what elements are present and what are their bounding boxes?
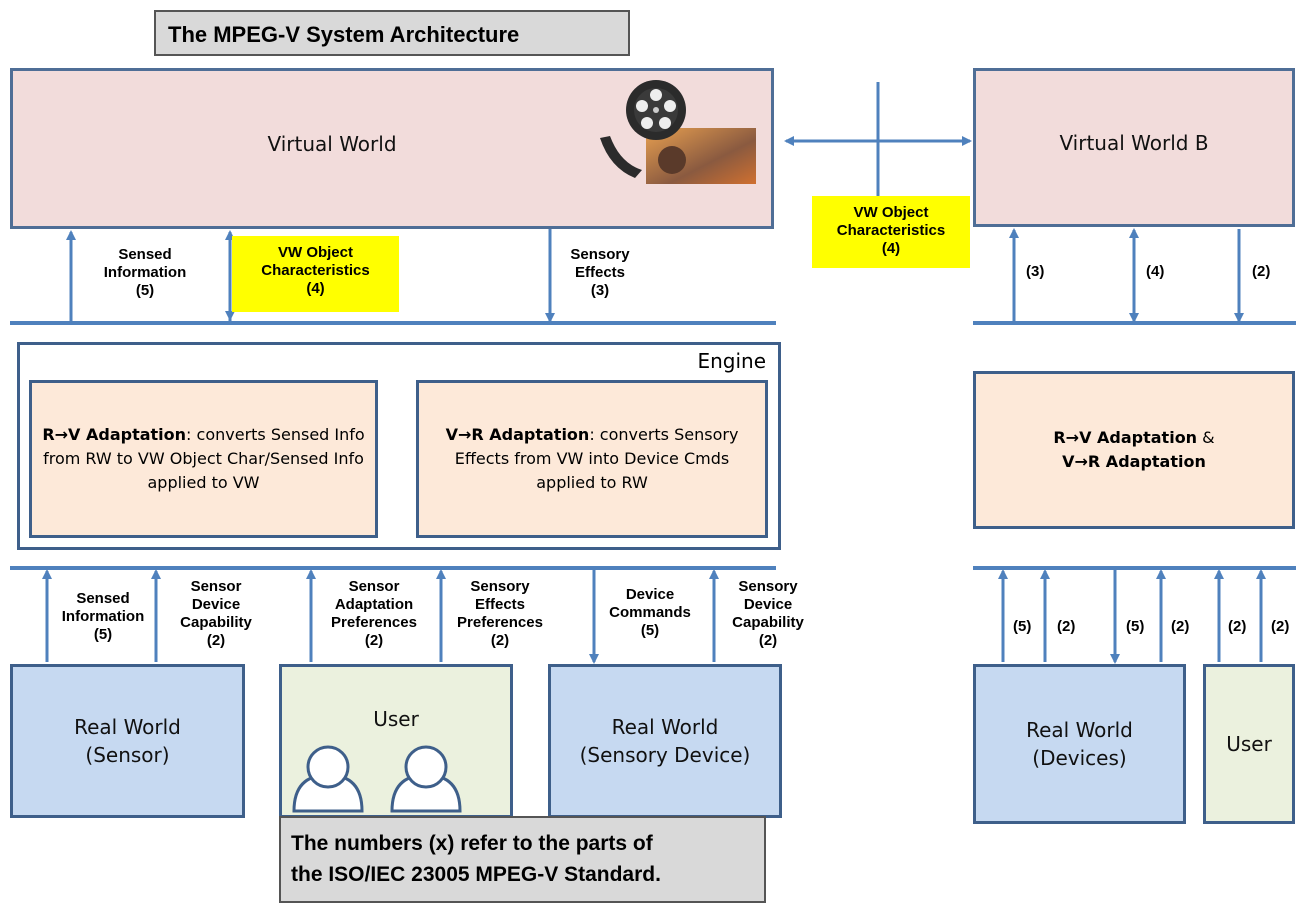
right-rv-adaptation: R→V Adaptation bbox=[1053, 428, 1198, 447]
rv-adaptation-box: R→V Adaptation: converts Sensed Info fro… bbox=[29, 380, 378, 538]
rw-sensor-line1: Real World bbox=[74, 715, 181, 739]
rw-devices-line1: Real World bbox=[1026, 718, 1133, 742]
user-right-label: User bbox=[1226, 732, 1272, 756]
rw-sensor-line2: (Sensor) bbox=[85, 743, 170, 767]
user-label: User bbox=[373, 707, 419, 731]
right-bottom-number-2d: (2) bbox=[1271, 618, 1290, 635]
rw-devices-line2: (Devices) bbox=[1032, 746, 1127, 770]
note-line-1: The numbers (x) refer to the parts of bbox=[291, 832, 653, 855]
vr-adaptation-desc: : converts Sensory Effects from VW into … bbox=[454, 425, 739, 492]
real-world-sensory-device-box: Real World (Sensory Device) bbox=[548, 664, 782, 818]
user-right-box: User bbox=[1203, 664, 1295, 824]
film-reel-icon bbox=[590, 78, 760, 188]
diagram-title: The MPEG-V System Architecture bbox=[154, 10, 630, 56]
standard-note: The numbers (x) refer to the parts of th… bbox=[279, 816, 766, 903]
rw-device-line1: Real World bbox=[611, 715, 719, 739]
right-bottom-number-5b: (5) bbox=[1126, 618, 1145, 635]
right-bottom-number-2c: (2) bbox=[1228, 618, 1247, 635]
right-vr-adaptation: V→R Adaptation bbox=[1062, 452, 1206, 471]
rv-adaptation-desc: : converts Sensed Info from RW to VW Obj… bbox=[43, 425, 365, 492]
vr-adaptation-title: V→R Adaptation bbox=[445, 425, 590, 444]
real-world-sensor-box: Real World (Sensor) bbox=[10, 664, 245, 818]
right-top-number-3: (3) bbox=[1026, 263, 1045, 280]
note-line-2: the ISO/IEC 23005 MPEG-V Standard. bbox=[291, 863, 661, 886]
right-bottom-number-2b: (2) bbox=[1171, 618, 1190, 635]
engine-label: Engine bbox=[697, 349, 766, 373]
right-adaptation-and: & bbox=[1197, 428, 1215, 447]
rw-device-line2: (Sensory Device) bbox=[579, 743, 751, 767]
right-top-number-2: (2) bbox=[1252, 263, 1271, 280]
virtual-world-label: Virtual World bbox=[267, 131, 397, 156]
virtual-world-b-box: Virtual World B bbox=[973, 68, 1295, 227]
user-figure-icon bbox=[292, 745, 462, 813]
vr-adaptation-box: V→R Adaptation: converts Sensory Effects… bbox=[416, 380, 768, 538]
user-box: User bbox=[279, 664, 513, 818]
real-world-devices-box: Real World (Devices) bbox=[973, 664, 1186, 824]
virtual-world-b-label: Virtual World B bbox=[1059, 130, 1209, 155]
right-bottom-number-2a: (2) bbox=[1057, 618, 1076, 635]
right-bottom-number-5a: (5) bbox=[1013, 618, 1032, 635]
right-adaptation-box: R→V Adaptation & V→R Adaptation bbox=[973, 371, 1295, 529]
rv-adaptation-title: R→V Adaptation bbox=[42, 425, 187, 444]
right-top-number-4: (4) bbox=[1146, 263, 1165, 280]
